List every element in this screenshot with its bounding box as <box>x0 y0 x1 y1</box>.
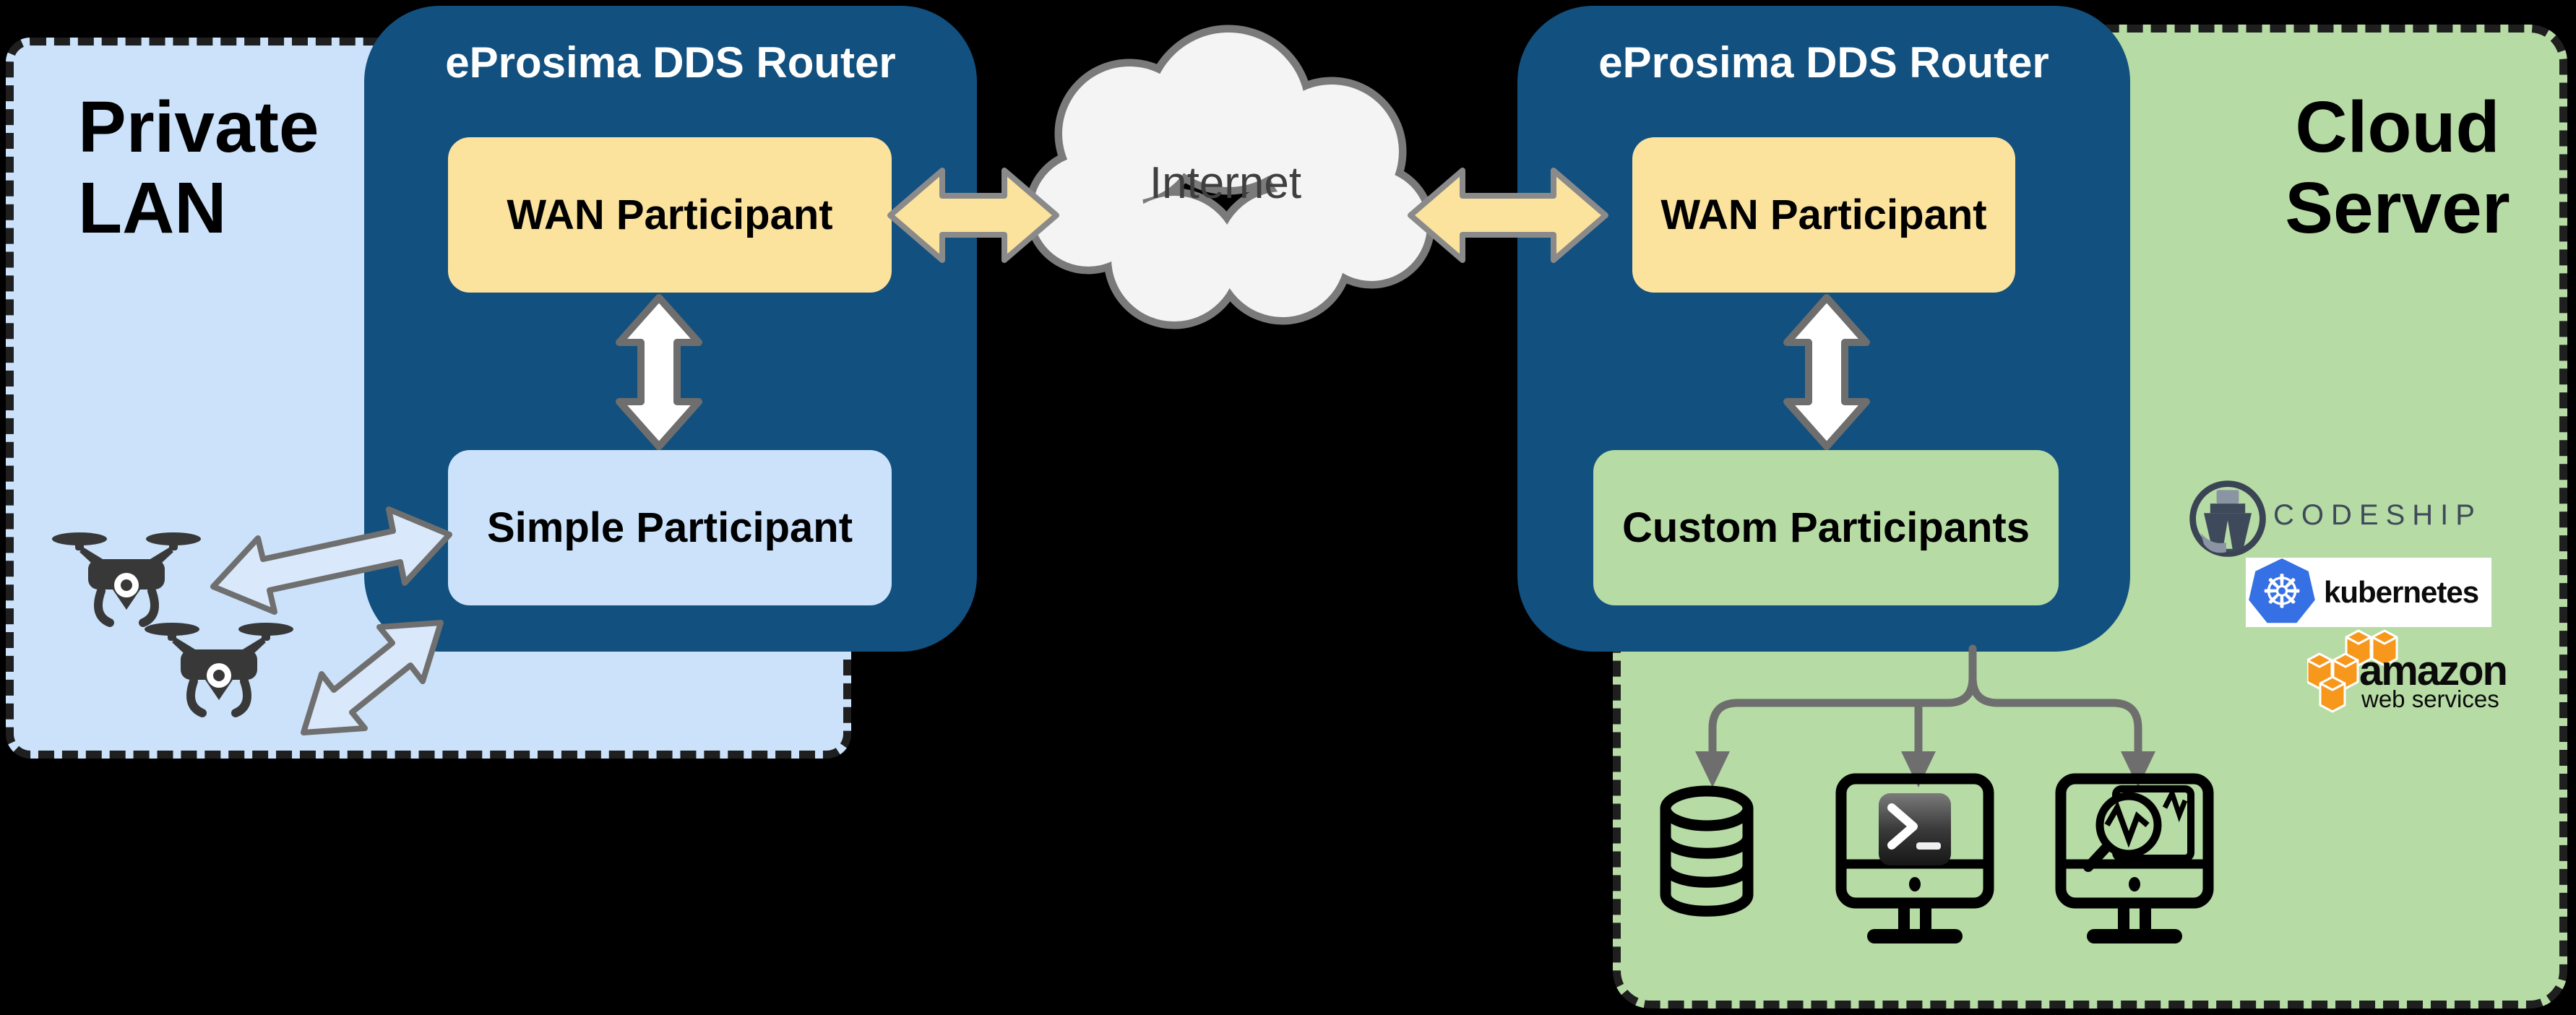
wan-participant-right-box: WAN Participant <box>1632 137 2015 293</box>
codeship-label: CODESHIP <box>2273 499 2482 531</box>
kubernetes-helm-wheel-icon: ☸ <box>2261 566 2303 619</box>
simple-participant-label: Simple Participant <box>486 504 853 551</box>
wan-participant-left-box: WAN Participant <box>448 137 892 293</box>
wan-participant-right-label: WAN Participant <box>1660 191 1987 238</box>
private-lan-title: Private LAN <box>78 87 319 249</box>
dds-router-left-title: eProsima DDS Router <box>445 38 896 87</box>
wan-participant-left-label: WAN Participant <box>507 191 833 238</box>
internet-label: Internet <box>1149 158 1302 208</box>
aws-cubes-icon <box>2306 629 2398 713</box>
custom-participants-box: Custom Participants <box>1593 450 2059 605</box>
cloud-server-title: Cloud Server <box>2278 87 2517 249</box>
cloud-server-title-line1: Cloud <box>2295 87 2500 168</box>
private-lan-title-line2: LAN <box>78 168 227 249</box>
kubernetes-label: kubernetes <box>2324 575 2479 609</box>
custom-participants-label: Custom Participants <box>1622 504 2030 551</box>
dds-router-right-title: eProsima DDS Router <box>1598 38 2049 87</box>
aws-logo: amazon web services <box>2306 629 2508 720</box>
amazon-label: amazon <box>2359 647 2508 694</box>
cloud-server-title-line2: Server <box>2285 168 2510 249</box>
codeship-ship-icon <box>2189 480 2266 557</box>
simple-participant-box: Simple Participant <box>448 450 892 605</box>
codeship-logo: CODESHIP <box>2188 479 2499 558</box>
kubernetes-heptagon-icon <box>2249 558 2315 623</box>
kubernetes-logo: ☸ kubernetes <box>2246 558 2491 627</box>
private-lan-title-line1: Private <box>78 87 319 168</box>
amazon-web-services-label: web services <box>2361 686 2499 712</box>
